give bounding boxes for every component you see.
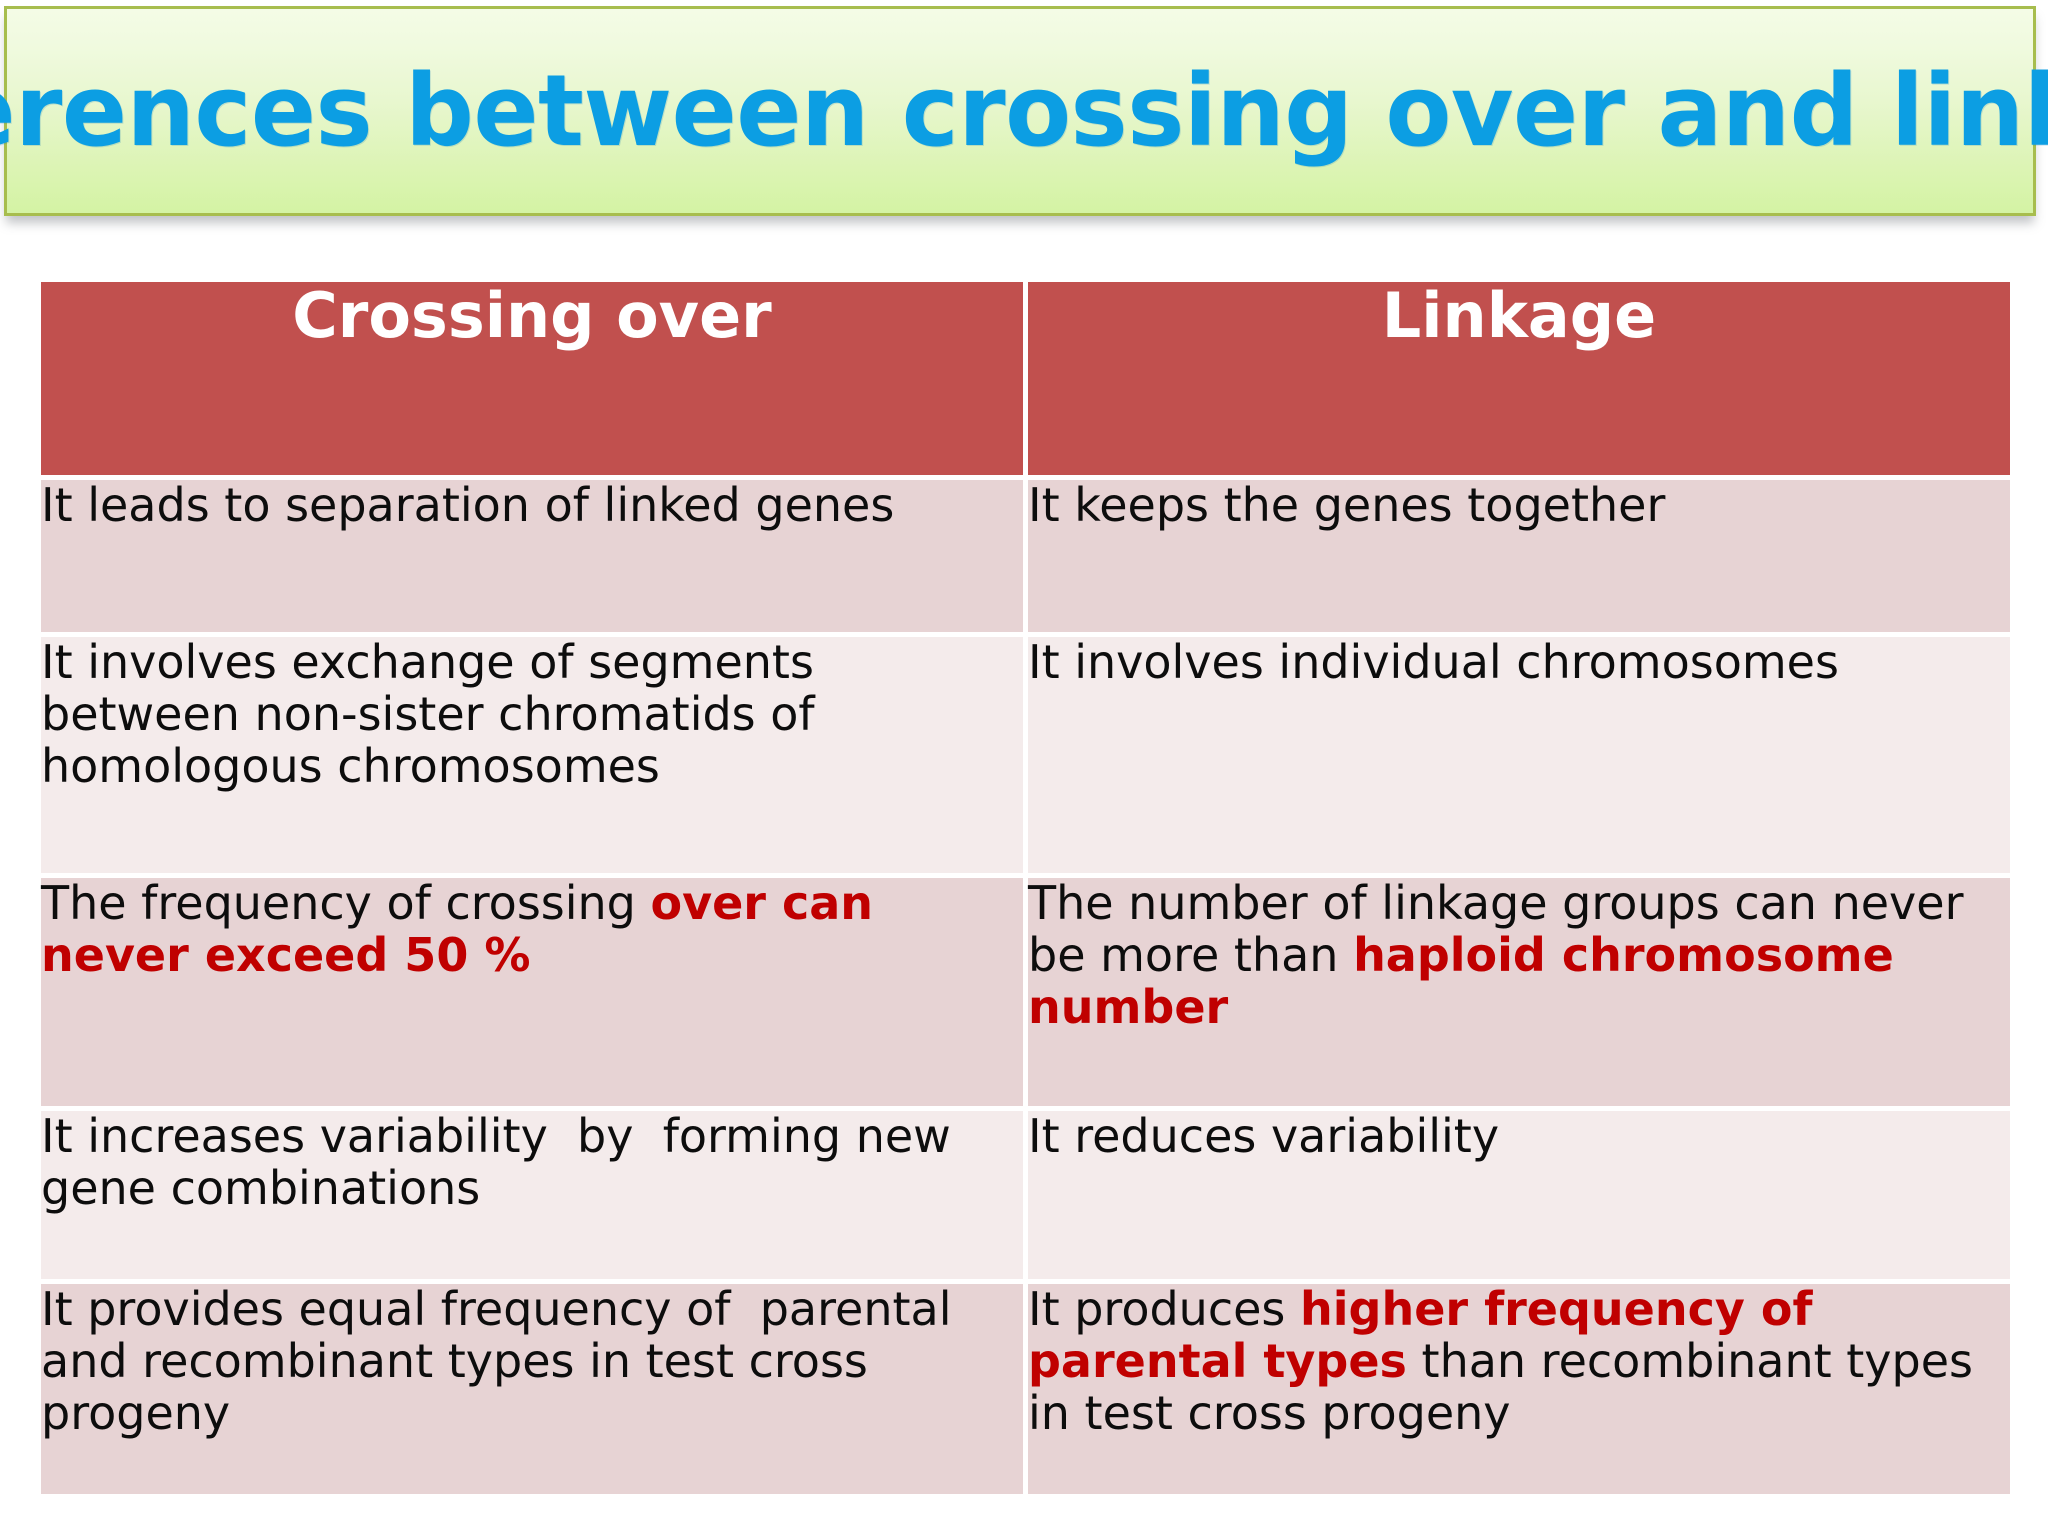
cell-text: It increases variability by forming new … [41,1109,966,1215]
table-row: The frequency of crossing over can never… [41,876,2010,1106]
cell-linkage-5: It produces higher frequency of parental… [1028,1282,2010,1494]
cell-text: It keeps the genes together [1028,478,1666,532]
table-header-row: Crossing over Linkage [41,279,2010,475]
table-row: It leads to separation of linked genes I… [41,478,2010,632]
cell-text: It provides equal frequency of parental … [41,1282,967,1440]
column-header-linkage: Linkage [1028,279,2010,475]
cell-text: It involves exchange of segments between… [41,635,830,793]
table-row: It provides equal frequency of parental … [41,1282,2010,1494]
cell-crossing-over-4: It increases variability by forming new … [41,1109,1023,1279]
column-header-crossing-over: Crossing over [41,279,1023,475]
column-header-linkage-label: Linkage [1381,279,1657,352]
cell-crossing-over-5: It provides equal frequency of parental … [41,1282,1023,1494]
cell-text: It involves individual chromosomes [1028,635,1839,689]
table-body: It leads to separation of linked genes I… [41,478,2010,1494]
table-row: It involves exchange of segments between… [41,635,2010,873]
cell-text: It produces higher frequency of parental… [1028,1282,1988,1440]
title-banner: Differences between crossing over and li… [0,6,2048,216]
cell-crossing-over-2: It involves exchange of segments between… [41,635,1023,873]
table-row: It increases variability by forming new … [41,1109,2010,1279]
cell-linkage-4: It reduces variability [1028,1109,2010,1279]
cell-linkage-2: It involves individual chromosomes [1028,635,2010,873]
cell-linkage-3: The number of linkage groups can never b… [1028,876,2010,1106]
cell-crossing-over-1: It leads to separation of linked genes [41,478,1023,632]
cell-text: The number of linkage groups can never b… [1028,876,1979,1034]
cell-linkage-1: It keeps the genes together [1028,478,2010,632]
table-header: Crossing over Linkage [41,279,2010,475]
cell-text: It reduces variability [1028,1109,1500,1163]
cell-text: The frequency of crossing over can never… [41,876,890,982]
column-header-crossing-over-label: Crossing over [292,279,772,352]
comparison-table-container: Crossing over Linkage It leads to separa… [36,277,2015,1494]
page-title: Differences between crossing over and li… [0,53,2048,169]
comparison-table: Crossing over Linkage It leads to separa… [36,277,2015,1499]
cell-text: It leads to separation of linked genes [41,478,895,532]
cell-crossing-over-3: The frequency of crossing over can never… [41,876,1023,1106]
